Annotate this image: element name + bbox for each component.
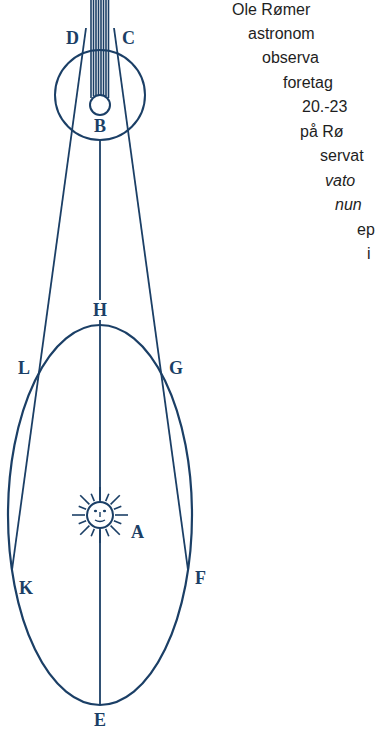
point-label: B (93, 116, 107, 136)
point-label: F (194, 568, 207, 588)
body-text: astronom (248, 24, 315, 44)
point-label: E (93, 710, 107, 730)
body-text: servat (320, 146, 364, 166)
point-label: K (18, 578, 34, 598)
body-text: i (367, 244, 371, 264)
axis-line (99, 140, 101, 705)
jupiter-orbit (55, 50, 145, 140)
point-label: D (65, 28, 80, 48)
sight-line (12, 28, 86, 570)
body-text: 20.-23 (302, 97, 347, 117)
point-label: L (17, 358, 31, 378)
sun (87, 502, 113, 528)
sun-mouth (95, 520, 105, 522)
point-label: A (130, 522, 145, 542)
point-label: G (168, 358, 184, 378)
sun-face (94, 510, 106, 517)
point-label: C (121, 28, 136, 48)
body-text: observa (262, 48, 319, 68)
body-text: Ole Rømer (232, 0, 310, 20)
point-label: H (92, 300, 108, 320)
body-text: nun (335, 195, 362, 215)
body-text: foretag (283, 73, 333, 93)
body-text: vato (325, 171, 355, 191)
sight-line (114, 28, 188, 570)
jupiter-shadow (91, 0, 109, 98)
jupiter (90, 95, 110, 115)
body-text: ep (357, 220, 375, 240)
sun-rays (72, 487, 128, 543)
body-text: på Rø (300, 122, 344, 142)
